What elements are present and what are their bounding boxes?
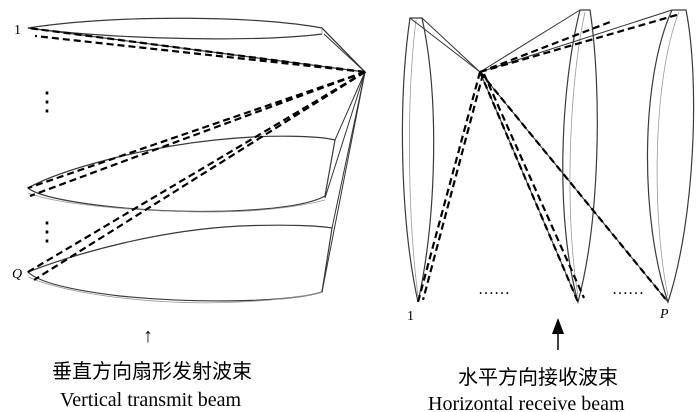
receive-beam-p-label: P xyxy=(659,307,669,322)
receive-dashed-rays xyxy=(416,12,681,303)
receive-caption-cn: 水平方向接收波束 xyxy=(458,365,618,389)
transmit-beam-bottom xyxy=(26,71,366,304)
receive-ellipsis-mid: …… xyxy=(478,281,510,298)
receive-arrow-icon xyxy=(552,318,564,350)
transmit-ellipsis-upper: ⋮ xyxy=(34,87,60,116)
receive-beam-middle xyxy=(479,9,598,305)
transmit-dashed-rays xyxy=(27,26,366,281)
horizontal-receive-beams: 1 P …… …… 水平方向接收波束 Horizontal receive be… xyxy=(401,9,695,412)
receive-beam-left xyxy=(401,17,481,303)
transmit-beam-1-label: 1 xyxy=(14,23,21,38)
transmit-beam-top xyxy=(27,17,367,73)
transmit-ellipsis-lower: ⋮ xyxy=(34,217,60,246)
transmit-arrow-icon: ↑ xyxy=(143,325,153,347)
vertical-transmit-beams: 1 Q ⋮ ⋮ ↑ 垂直方向扇形发射波束 Vertical transmit b… xyxy=(12,17,367,411)
transmit-caption-en: Vertical transmit beam xyxy=(60,389,241,411)
transmit-beam-q-label: Q xyxy=(12,267,22,282)
receive-ellipsis-right: …… xyxy=(612,281,644,298)
transmit-caption-cn: 垂直方向扇形发射波束 xyxy=(52,359,252,383)
transmit-beam-middle xyxy=(26,71,366,213)
receive-caption-en: Horizontal receive beam xyxy=(428,393,625,412)
receive-beam-1-label: 1 xyxy=(407,309,414,324)
